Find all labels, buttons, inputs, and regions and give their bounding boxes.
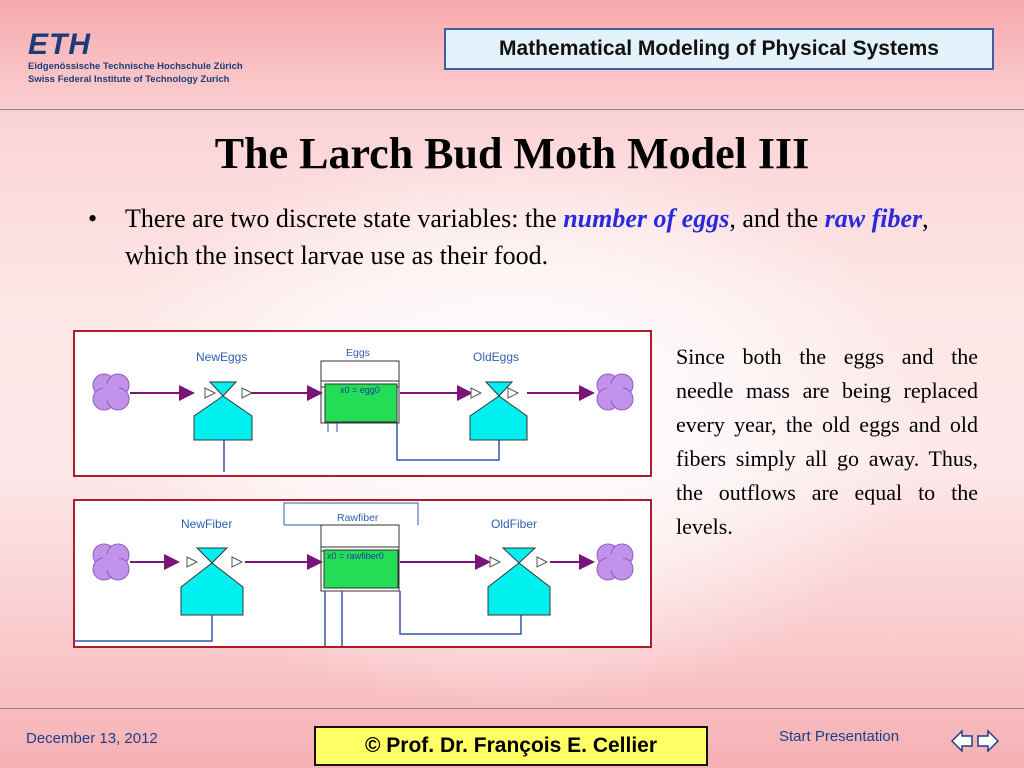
new-eggs-label: NewEggs [196,350,247,364]
rawfiber-param: x0 = rawfiber0 [327,551,384,561]
copyright-box: © Prof. Dr. François E. Cellier [314,726,708,766]
eth-logo: ETH Eidgenössische Technische Hochschule… [28,30,243,86]
source-cloud-icon [92,373,130,411]
course-title-box: Mathematical Modeling of Physical System… [444,28,994,70]
bullet-text-part3: , which the insect larvae use as their f… [125,204,929,270]
next-arrow-icon[interactable] [977,729,1000,753]
rawfiber-label: Rawfiber [337,512,379,524]
logo-line-1: Eidgenössische Technische Hochschule Zür… [28,61,243,72]
sink-cloud-icon [596,543,634,581]
eggs-param: x0 = egg0 [340,385,380,395]
eggs-level-icon [320,360,400,424]
eggs-flow-diagram: NewEggs Eggs x0 = egg0 OldEggs [73,330,652,477]
copyright-text: © Prof. Dr. François E. Cellier [364,734,658,757]
nav-arrows[interactable] [950,728,1000,754]
bullet-point: • There are two discrete state variables… [88,200,968,274]
sink-cloud-icon [596,373,634,411]
bullet-dot-icon: • [88,204,98,233]
bullet-text-part2: , and the [729,204,825,233]
source-cloud-icon [92,543,130,581]
bullet-text-part1: There are two discrete state variables: … [125,204,564,233]
old-eggs-valve-icon [469,381,528,441]
bullet-text: There are two discrete state variables: … [125,200,968,274]
new-fiber-valve-icon [180,547,244,616]
new-eggs-valve-icon [193,381,254,441]
slide-title: The Larch Bud Moth Model III [214,129,810,178]
course-title: Mathematical Modeling of Physical System… [499,37,939,60]
old-eggs-label: OldEggs [473,350,519,364]
header-bar: ETH Eidgenössische Technische Hochschule… [0,0,1024,110]
old-fiber-label: OldFiber [491,517,537,531]
logo-line-2: Swiss Federal Institute of Technology Zu… [28,74,230,85]
start-presentation-link[interactable]: Start Presentation [779,728,900,745]
bullet-emphasis-eggs: number of eggs [563,204,730,233]
fiber-flow-diagram: NewFiber Rawfiber x0 = rawfiber0 OldFibe… [73,499,652,648]
bullet-emphasis-fiber: raw fiber [824,204,923,233]
prev-arrow-icon[interactable] [950,729,973,753]
footer-divider [0,708,1024,709]
rawfiber-level-icon [320,524,400,592]
side-explanation: Since both the eggs and the needle mass … [676,344,978,539]
old-fiber-valve-icon [487,547,551,616]
new-fiber-label: NewFiber [181,517,232,531]
eggs-label: Eggs [346,347,370,359]
header-divider [0,109,1024,110]
logo-text: ETH [28,28,91,61]
footer-date: December 13, 2012 [26,730,158,747]
